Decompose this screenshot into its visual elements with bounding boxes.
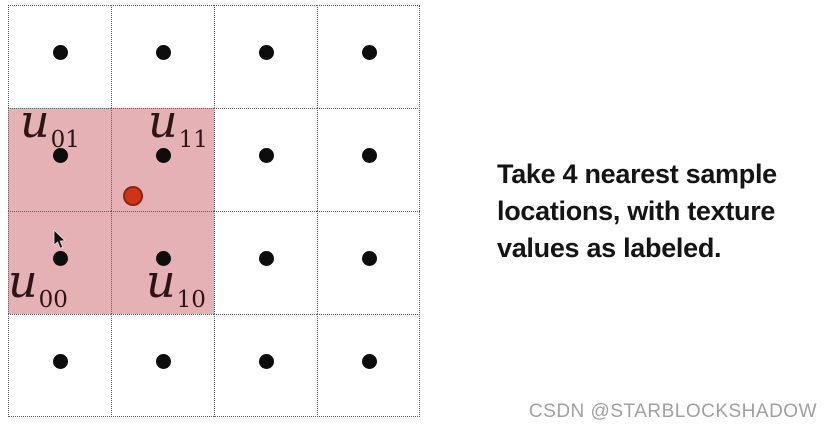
grid-cell [214, 108, 317, 211]
grid-cell [8, 314, 111, 417]
texel-dot [52, 147, 68, 163]
grid-cell [317, 108, 420, 211]
texel-label-u11: u 11 [148, 94, 208, 152]
texel-dot [155, 353, 171, 369]
texel-dot [155, 44, 171, 60]
grid-cell [317, 211, 420, 314]
grid-cell [214, 211, 317, 314]
grid-cell [214, 314, 317, 417]
grid-cell [111, 108, 214, 211]
texel-dot [361, 147, 377, 163]
texel-dot [258, 147, 274, 163]
label-subscript: 01 [50, 127, 80, 153]
grid-cell [8, 108, 111, 211]
grid-cell [111, 211, 214, 314]
label-base: u [20, 94, 50, 148]
grid-cell [317, 314, 420, 417]
label-subscript: 10 [176, 287, 206, 313]
caption-line-2: locations, with texture [497, 196, 776, 226]
texel-dot [361, 250, 377, 266]
texel-dot [258, 44, 274, 60]
texel-dot [258, 353, 274, 369]
texel-dot [52, 250, 68, 266]
texel-dot [155, 147, 171, 163]
grid-cell [111, 314, 214, 417]
label-base: u [148, 94, 178, 148]
sample-location-dot [123, 186, 143, 206]
texel-label-u10: u 10 [146, 254, 206, 312]
watermark: CSDN @STARBLOCKSHADOW [528, 401, 817, 422]
texel-label-u00: u 00 [8, 254, 68, 312]
grid-cell [111, 5, 214, 108]
grid-cell [8, 211, 111, 314]
texel-dot [52, 353, 68, 369]
grid-cell [214, 5, 317, 108]
label-subscript: 11 [178, 127, 208, 153]
caption-line-1: Take 4 nearest sample [497, 159, 777, 189]
texel-dot [361, 44, 377, 60]
texel-dot [52, 44, 68, 60]
texel-dot [361, 353, 377, 369]
caption-line-3: values as labeled. [497, 233, 722, 263]
texel-dot [258, 250, 274, 266]
grid-cell [317, 5, 420, 108]
mouse-cursor-icon [53, 230, 66, 249]
label-base: u [8, 254, 38, 308]
texel-label-u01: u 01 [20, 94, 80, 152]
sample-grid: u 01 u 11 u 00 u 10 [8, 5, 420, 417]
label-subscript: 00 [38, 287, 68, 313]
texel-dot [155, 250, 171, 266]
caption-text: Take 4 nearest sample locations, with te… [497, 156, 777, 267]
grid-cell [8, 5, 111, 108]
label-base: u [146, 254, 176, 308]
